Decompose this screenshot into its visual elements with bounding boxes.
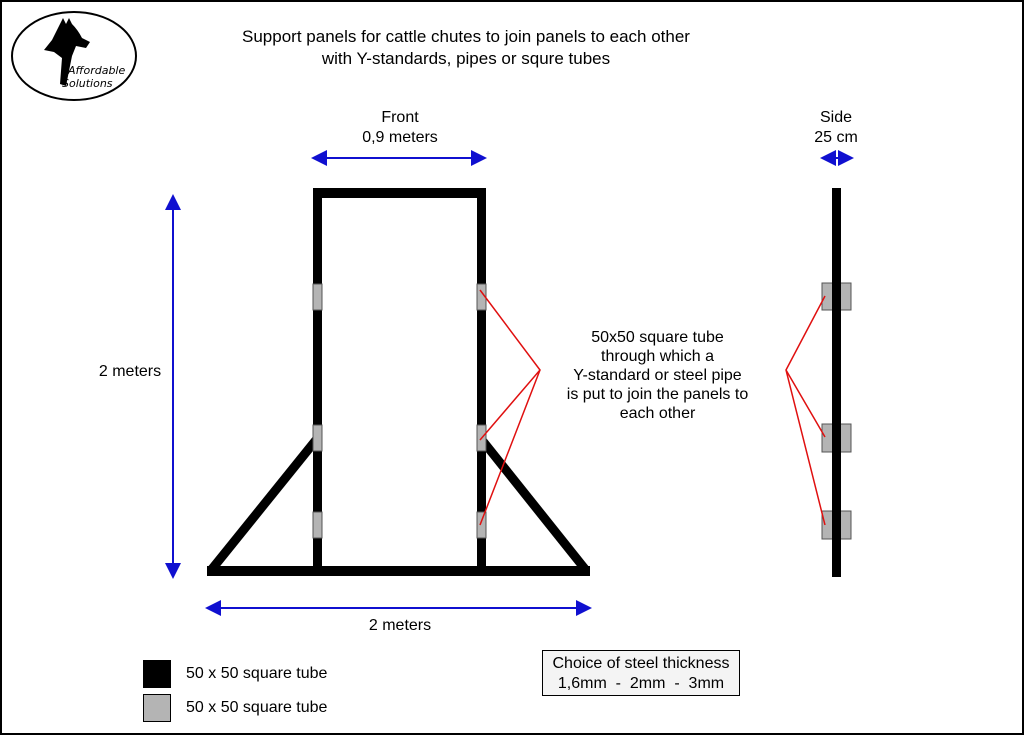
sleeve bbox=[312, 424, 323, 452]
front-width-label: 0,9 meters bbox=[362, 129, 438, 146]
sleeve bbox=[312, 511, 323, 539]
sleeve-annotation: 50x50 square tube through which a Y-stan… bbox=[550, 328, 765, 423]
thickness-values: 1,6mm - 2mm - 3mm bbox=[557, 675, 725, 692]
logo-text-2: Solutions bbox=[62, 77, 113, 90]
front-pointer-lines bbox=[479, 289, 541, 526]
front-height-label: 2 meters bbox=[98, 363, 162, 380]
annotation-line: each other bbox=[619, 405, 696, 422]
side-title: Side bbox=[819, 109, 853, 126]
side-pointer-lines bbox=[785, 295, 826, 526]
steel-thickness-box: Choice of steel thickness 1,6mm - 2mm - … bbox=[542, 650, 740, 696]
legend-swatch-gray bbox=[143, 694, 171, 722]
legend-swatch-black bbox=[143, 660, 171, 688]
base-bar bbox=[207, 566, 590, 576]
left-brace bbox=[208, 437, 320, 572]
sleeve bbox=[476, 511, 487, 539]
title-line-1: Support panels for cattle chutes to join… bbox=[242, 27, 690, 46]
base-width-label: 2 meters bbox=[368, 617, 432, 634]
side-label: Side 25 cm bbox=[786, 108, 886, 148]
side-width-label: 25 cm bbox=[814, 129, 858, 146]
annotation-line: 50x50 square tube bbox=[591, 329, 724, 346]
front-label: Front 0,9 meters bbox=[340, 108, 460, 148]
annotation-line: through which a bbox=[601, 348, 714, 365]
left-post bbox=[313, 188, 322, 576]
sleeve bbox=[312, 283, 323, 311]
diagram-title: Support panels for cattle chutes to join… bbox=[200, 26, 732, 70]
right-brace bbox=[478, 437, 589, 572]
thickness-title: Choice of steel thickness bbox=[552, 655, 730, 672]
right-post bbox=[477, 188, 486, 576]
logo-text-1: Affordable bbox=[67, 64, 125, 77]
annotation-line: is put to join the panels to bbox=[566, 386, 749, 403]
side-post bbox=[832, 188, 841, 577]
top-bar bbox=[313, 188, 486, 198]
legend-label: 50 x 50 square tube bbox=[186, 699, 328, 716]
affordable-solutions-logo: Affordable Solutions bbox=[10, 10, 138, 102]
annotation-line: Y-standard or steel pipe bbox=[573, 367, 742, 384]
front-title: Front bbox=[381, 109, 419, 126]
title-line-2: with Y-standards, pipes or squre tubes bbox=[321, 49, 611, 68]
legend-label: 50 x 50 square tube bbox=[186, 665, 328, 682]
